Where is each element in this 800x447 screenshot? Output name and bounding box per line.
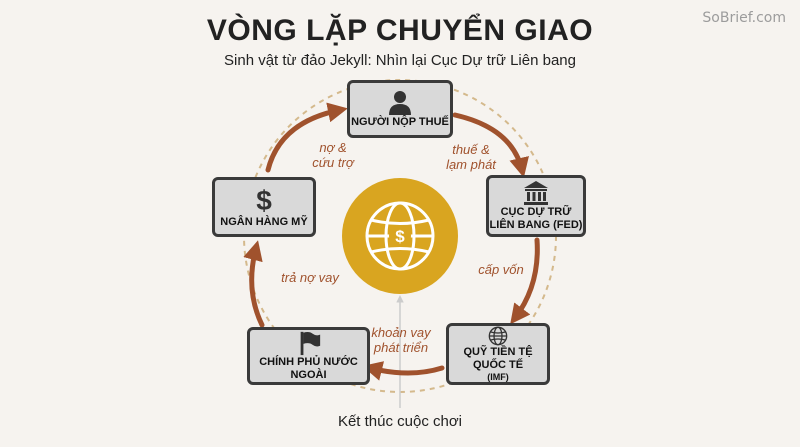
node-imf: QUỸ TIỀN TỆ QUỐC TẾ (IMF) (446, 323, 550, 385)
node-taxpayer-label: NGƯỜI NỘP THUẾ (351, 115, 449, 128)
node-foreign-government: CHÍNH PHỦ NƯỚC NGOÀI (247, 327, 370, 385)
footer-caption: Kết thúc cuộc chơi (337, 413, 463, 430)
bank-building-icon (524, 181, 548, 205)
watermark: SoBrief.com (702, 10, 786, 26)
arrow-taxpayer-to-fed (452, 112, 529, 178)
edge-label-loan-repayment: trả nợ vay (281, 270, 339, 285)
node-imf-label: QUỸ TIỀN TỆ QUỐC TẾ (463, 346, 533, 371)
edge-label-tax-inflation: thuế & lạm phát (446, 142, 496, 172)
page-subtitle: Sinh vật từ đảo Jekyll: Nhìn lại Cục Dự … (224, 52, 576, 69)
node-imf-sublabel: (IMF) (487, 372, 509, 382)
arrow-imf-to-gov (362, 361, 445, 381)
node-fed: CỤC DỰ TRỮ LIÊN BANG (FED) (486, 175, 586, 237)
node-us-bank: $ NGÂN HÀNG MỸ (212, 177, 316, 237)
node-us-bank-label: NGÂN HÀNG MỸ (220, 215, 308, 228)
node-foreign-government-label: CHÍNH PHỦ NƯỚC NGOÀI (259, 356, 358, 381)
center-globe-dollar-icon: $ (342, 178, 458, 294)
flag-icon (300, 331, 320, 356)
node-taxpayer: NGƯỜI NỘP THUẾ (347, 80, 453, 138)
arrow-bank-to-taxpayer (265, 102, 348, 173)
arrow-gov-to-bank (243, 240, 265, 328)
globe-icon (488, 326, 508, 346)
dollar-icon: $ (256, 184, 272, 216)
edge-label-debt-relief: nợ & cứu trợ (312, 140, 354, 170)
node-fed-label: CỤC DỰ TRỮ LIÊN BANG (FED) (489, 206, 583, 231)
arrow-fed-to-imf (510, 237, 540, 325)
edge-label-development-loan: khoản vay phát triển (371, 325, 431, 355)
edge-label-funding: cấp vốn (478, 262, 524, 277)
page-title: VÒNG LẶP CHUYỂN GIAO (206, 14, 594, 47)
person-icon (389, 90, 411, 115)
svg-text:$: $ (395, 227, 405, 246)
